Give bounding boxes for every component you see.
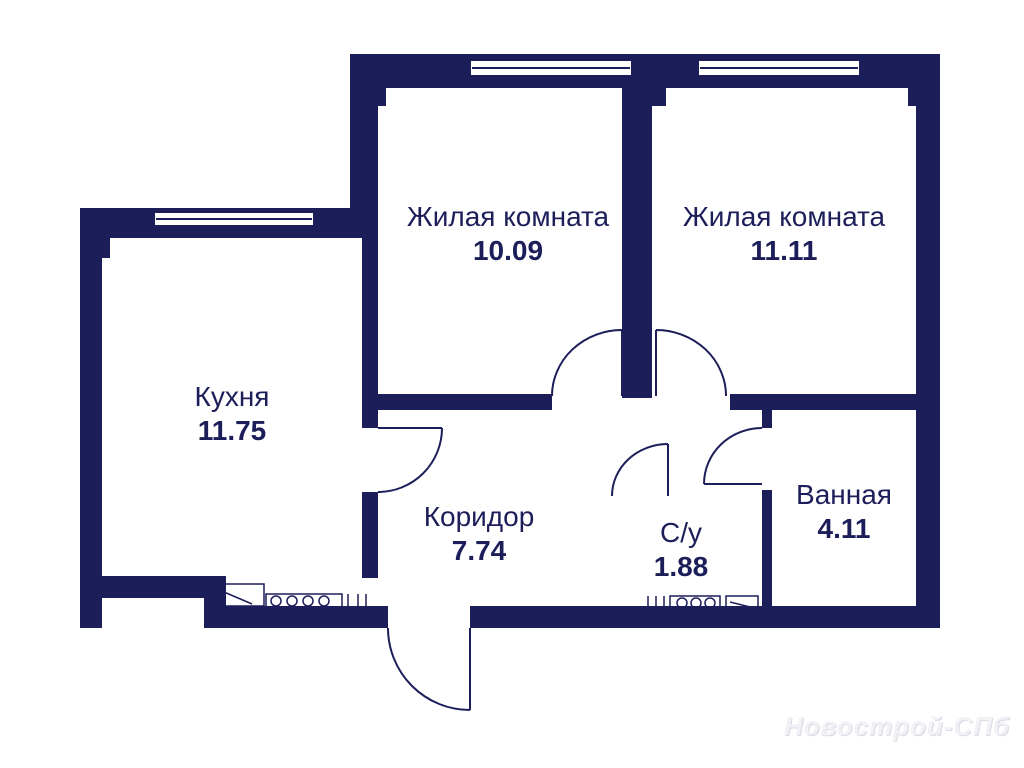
room-name: Кухня <box>194 381 270 412</box>
room-area: 7.74 <box>451 535 507 566</box>
living1-door <box>551 329 623 397</box>
kitchen-partition <box>362 238 378 428</box>
room-area: 4.11 <box>817 513 871 544</box>
entrance-jamb <box>470 606 486 628</box>
living2-wall-bottom <box>730 394 940 410</box>
room-corridor: Коридор 7.74 <box>398 500 560 568</box>
bathroom-wall-left-lower <box>762 490 772 610</box>
stove <box>265 593 343 609</box>
kitchen-fixtures <box>215 583 367 609</box>
room-living-2: Жилая комната 11.11 <box>652 200 916 268</box>
washer <box>669 595 721 611</box>
bathroom-door <box>703 427 763 485</box>
living2-door <box>655 329 727 397</box>
room-name: Жилая комната <box>406 201 610 232</box>
room-living-1: Жилая комната 10.09 <box>378 200 638 268</box>
walls <box>80 54 940 628</box>
room-name: С/у <box>660 517 702 548</box>
room-area: 10.09 <box>472 235 544 266</box>
doors <box>377 329 763 711</box>
living1-wall-bottom <box>362 394 552 410</box>
room-name: Жилая комната <box>682 201 886 232</box>
watermark: Новострой-СПб <box>783 711 1010 741</box>
bathroom-fixtures <box>647 595 759 611</box>
kitchen-sink <box>215 583 265 607</box>
room-area: 11.75 <box>197 415 267 446</box>
room-bathroom: Ванная 4.11 <box>772 478 916 546</box>
bottom-wall <box>476 606 940 628</box>
toilet-door <box>611 443 669 497</box>
kitchen-bottom-base <box>204 606 388 628</box>
bathroom-sink <box>725 595 759 611</box>
kitchen-door <box>377 427 443 493</box>
living-divider <box>622 88 652 398</box>
kitchen-wall-left <box>80 208 102 628</box>
room-toilet: С/у 1.88 <box>616 516 746 584</box>
entrance-door <box>387 627 471 711</box>
kitchen-wall-bottom <box>80 576 212 598</box>
room-area: 11.11 <box>750 235 818 266</box>
room-area: 1.88 <box>653 551 709 582</box>
room-kitchen: Кухня 11.75 <box>102 380 362 448</box>
living2-wall-right <box>916 54 940 628</box>
room-name: Ванная <box>796 479 892 510</box>
kitchen-partition-lower <box>362 492 378 578</box>
bathroom-wall-left <box>762 404 772 428</box>
room-name: Коридор <box>423 501 535 532</box>
windows <box>153 59 861 227</box>
